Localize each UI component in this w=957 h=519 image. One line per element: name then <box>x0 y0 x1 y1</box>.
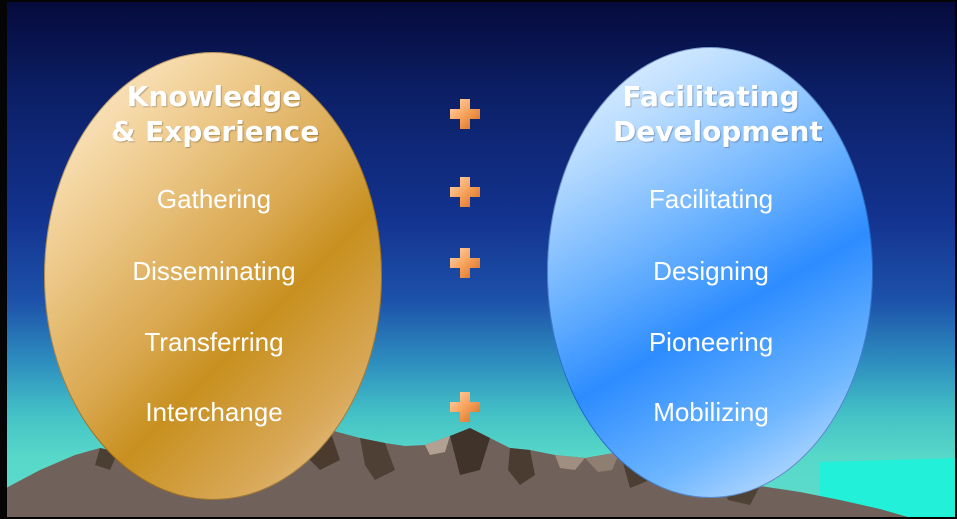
right-item-designing: Designing <box>653 256 769 286</box>
right-item-mobilizing: Mobilizing <box>653 397 769 427</box>
knowledge-experience-oval <box>44 52 382 500</box>
plus-icon <box>450 177 480 207</box>
facilitating-development-oval <box>547 47 873 498</box>
right-item-facilitating: Facilitating <box>648 184 774 214</box>
right-item-pioneering: Pioneering <box>648 327 774 357</box>
right-heading-line2: Development <box>613 115 823 148</box>
plus-icon <box>450 248 480 278</box>
right-heading-line1: Facilitating <box>622 80 800 113</box>
left-item-disseminating: Disseminating <box>132 256 296 286</box>
left-heading-line1: Knowledge <box>126 80 302 113</box>
left-item-interchange: Interchange <box>145 397 283 427</box>
left-item-transferring: Transferring <box>144 327 284 357</box>
left-heading-line2: & Experience <box>111 115 320 148</box>
left-item-gathering: Gathering <box>156 184 272 214</box>
plus-icon <box>450 99 480 129</box>
plus-icon <box>450 392 480 422</box>
